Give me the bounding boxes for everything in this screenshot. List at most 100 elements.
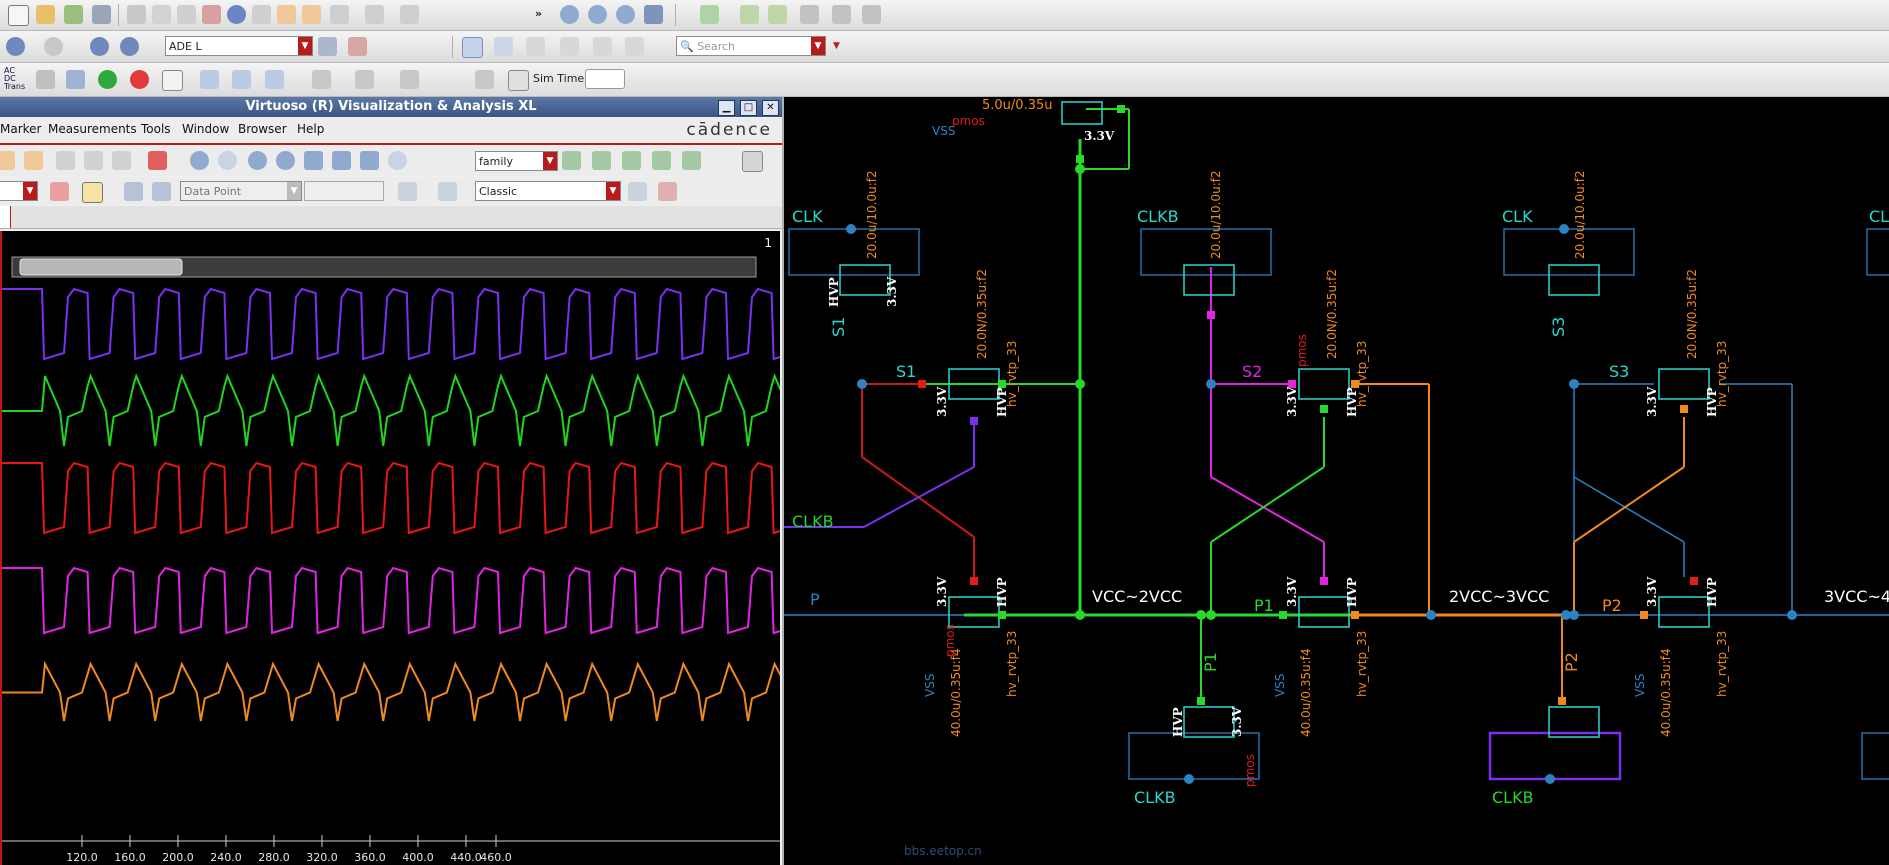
ade-close-icon[interactable] [348, 37, 367, 56]
menu-tools[interactable]: Tools [141, 122, 171, 136]
paste-icon[interactable] [112, 151, 131, 170]
ade-launch-icon[interactable] [318, 37, 337, 56]
back-icon[interactable] [6, 37, 25, 56]
run-options-icon[interactable] [36, 70, 55, 89]
menu-help[interactable]: Help [297, 122, 325, 136]
menu-measurements[interactable]: Measurements [48, 122, 137, 136]
instance-icon[interactable] [800, 5, 819, 24]
calculator-icon[interactable] [438, 182, 457, 201]
up-icon[interactable] [90, 37, 109, 56]
stop-icon[interactable] [130, 70, 149, 89]
edit-icon[interactable] [355, 70, 374, 89]
zoom-in-icon[interactable] [248, 151, 267, 170]
sim-time-input[interactable] [585, 69, 625, 89]
pin-icon[interactable] [740, 5, 759, 24]
patch-icon[interactable] [832, 5, 851, 24]
pan-icon[interactable] [388, 151, 407, 170]
move-icon[interactable] [127, 5, 146, 24]
select-pointer-icon[interactable] [494, 37, 513, 56]
waveform-trace[interactable] [2, 660, 780, 722]
prev-arrow-icon[interactable] [124, 182, 143, 201]
top-icon[interactable] [120, 37, 139, 56]
ade-combo[interactable]: ADE L ▼ [165, 36, 313, 56]
info-icon[interactable] [82, 182, 103, 203]
waveform-trace[interactable] [2, 373, 780, 447]
run-icon[interactable] [98, 70, 117, 89]
netlist-icon[interactable] [265, 70, 284, 89]
style-combo[interactable]: ▼ [0, 181, 38, 201]
waveform-trace[interactable] [2, 287, 780, 361]
probe-icon[interactable] [560, 37, 579, 56]
undo-icon[interactable] [277, 5, 296, 24]
check-save-icon[interactable] [64, 5, 83, 24]
eye-icon[interactable] [682, 151, 701, 170]
zoom-area-icon[interactable] [360, 151, 379, 170]
zoom-box-icon[interactable] [644, 5, 663, 24]
schematic-canvas[interactable]: CLK CLKB CLK CLKB S1 S2 S3 P P1 P2 VCC~2… [784, 97, 1889, 865]
zoom-y-icon[interactable] [332, 151, 351, 170]
waveform-trace[interactable] [2, 461, 780, 535]
list-icon[interactable] [232, 70, 251, 89]
data-point-combo[interactable]: Data Point ▼ [180, 181, 302, 201]
flag-icon[interactable] [50, 182, 69, 201]
copy-icon[interactable] [152, 5, 171, 24]
marker-value-input[interactable] [304, 181, 384, 201]
x-scrollbar[interactable] [11, 256, 757, 278]
properties-icon[interactable] [227, 5, 246, 24]
waveform-trace[interactable] [2, 566, 780, 635]
split-icon[interactable] [622, 151, 641, 170]
search-input[interactable]: 🔍 Search ▼ [676, 36, 826, 56]
maximize-button[interactable]: □ [740, 100, 757, 116]
bar-chart-icon[interactable] [398, 182, 417, 201]
zoom-fit-icon[interactable] [616, 5, 635, 24]
redo-icon[interactable] [24, 151, 43, 170]
forward-icon[interactable] [44, 37, 63, 56]
ac-dc-trans-label[interactable]: AC DC Trans [4, 66, 26, 91]
waveform-icon[interactable] [162, 70, 183, 91]
text-tool-icon[interactable] [593, 37, 612, 56]
pointer-icon[interactable] [526, 37, 545, 56]
bus-icon[interactable] [768, 5, 787, 24]
menu-window[interactable]: Window [182, 122, 230, 136]
wire-icon[interactable] [700, 5, 719, 24]
tab-window-1[interactable] [0, 206, 11, 228]
back-annotate-icon[interactable] [475, 70, 494, 89]
zoom-x-icon[interactable] [304, 151, 323, 170]
cut-icon[interactable] [56, 151, 75, 170]
new-file-icon[interactable] [8, 5, 29, 26]
calculator-icon[interactable] [312, 70, 331, 89]
strip-chart-icon[interactable] [562, 151, 581, 170]
overlay-icon[interactable] [592, 151, 611, 170]
redo-icon[interactable] [302, 5, 321, 24]
overflow-chevron-icon[interactable]: » [535, 7, 543, 20]
select-check-icon[interactable] [462, 37, 483, 58]
open-folder-icon[interactable] [36, 5, 55, 24]
delete-icon[interactable] [148, 151, 167, 170]
next-arrow-icon[interactable] [152, 182, 171, 201]
grid-view-icon[interactable] [742, 151, 763, 172]
copy-icon[interactable] [84, 151, 103, 170]
ruler-icon[interactable] [330, 5, 349, 24]
save-icon[interactable] [92, 5, 111, 24]
family-combo[interactable]: family ▼ [475, 151, 558, 171]
delete-icon[interactable] [202, 5, 221, 24]
bus-view-icon[interactable] [652, 151, 671, 170]
classic-combo[interactable]: Classic ▼ [475, 181, 621, 201]
menu-marker[interactable]: Marker [0, 122, 42, 136]
menu-browser[interactable]: Browser [238, 122, 287, 136]
text-icon[interactable] [252, 5, 271, 24]
tree-icon[interactable] [66, 70, 85, 89]
undo-icon[interactable] [0, 151, 15, 170]
zoom-in-icon[interactable] [560, 5, 579, 24]
delete-layout-icon[interactable] [658, 182, 677, 201]
x-scrollbar-thumb[interactable] [19, 258, 183, 276]
navigate-icon[interactable] [625, 37, 644, 56]
note-icon[interactable] [862, 5, 881, 24]
label-icon[interactable] [365, 5, 384, 24]
annotate-icon[interactable] [400, 70, 419, 89]
save-layout-icon[interactable] [628, 182, 647, 201]
search-options-icon[interactable]: ▼ [833, 41, 840, 51]
align-icon[interactable] [400, 5, 419, 24]
close-button[interactable]: ✕ [762, 100, 779, 116]
